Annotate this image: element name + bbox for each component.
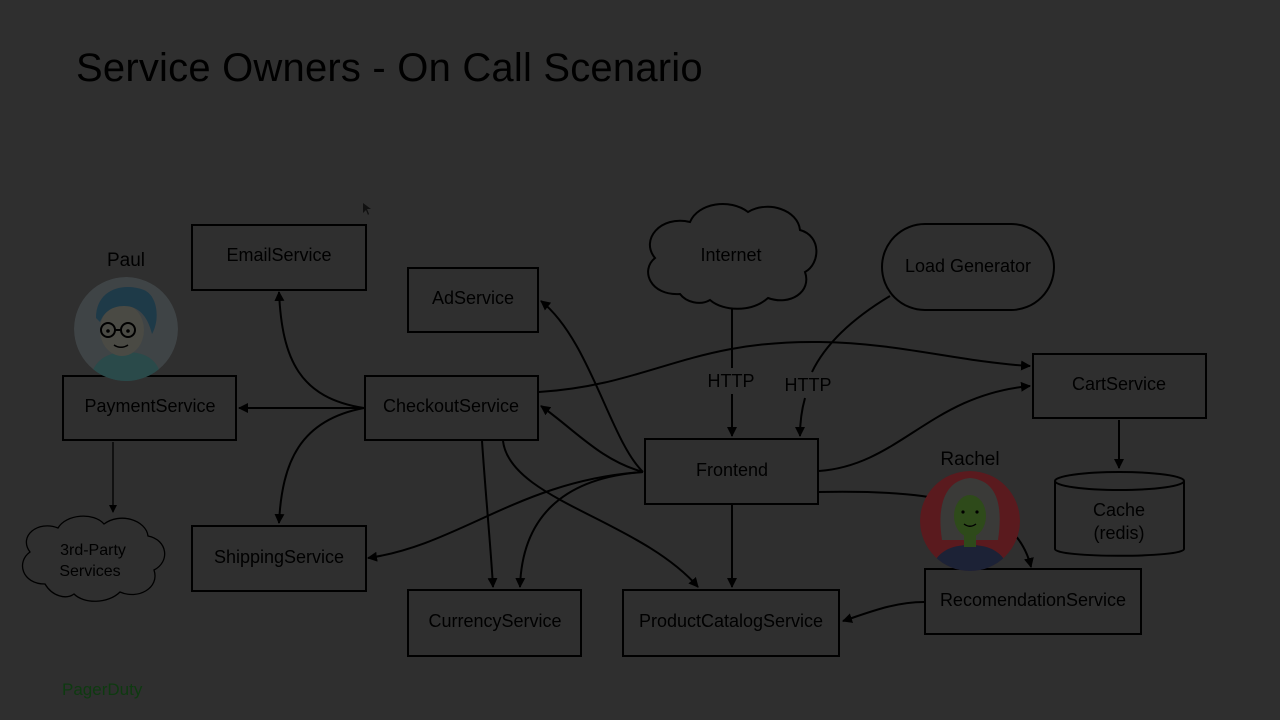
node-recommendation-service: RecomendationService — [924, 568, 1142, 635]
edge-label-internet-http: HTTP — [708, 371, 755, 391]
edge-frontend-cart — [818, 381, 1031, 472]
edge-frontend-shipping — [367, 471, 644, 562]
internet-http-label-bg — [705, 369, 759, 393]
edge-checkout-email — [274, 291, 365, 409]
edge-frontend-ad — [540, 300, 644, 473]
node-internet-cloud: Internet — [647, 203, 818, 310]
node-cache-label-line1: Cache — [1093, 500, 1145, 520]
edge-recommendation-productcatalog — [842, 601, 925, 623]
edge-loadgen-frontend — [811, 295, 891, 373]
loadgen-http-label-bg — [781, 373, 835, 397]
node-cache-label-line2: (redis) — [1093, 523, 1144, 543]
rachel-avatar-icon — [920, 471, 1020, 571]
edges — [109, 291, 1124, 623]
edge-label-loadgen-http: HTTP — [785, 375, 832, 395]
node-email-label: EmailService — [226, 245, 331, 265]
node-cache-cylinder: Cache (redis) — [1054, 471, 1185, 557]
edge-frontend-currency — [515, 471, 644, 588]
node-email-service: EmailService — [191, 224, 367, 291]
edge-checkout-currency — [481, 440, 498, 588]
person-rachel-name: Rachel — [940, 449, 999, 470]
node-shipping-label: ShippingService — [214, 547, 344, 567]
node-load-generator: Load Generator — [881, 223, 1055, 311]
node-recommendation-label: RecomendationService — [940, 590, 1126, 610]
cache-cylinder-top — [1054, 471, 1185, 491]
node-checkout-label: CheckoutService — [383, 396, 519, 416]
node-payment-service: PaymentService — [62, 375, 237, 441]
node-shipping-service: ShippingService — [191, 525, 367, 592]
node-frontend-label: Frontend — [696, 460, 768, 480]
node-ad-label: AdService — [432, 288, 514, 308]
node-thirdparty-label-line1: 3rd-Party — [60, 542, 126, 559]
node-ad-service: AdService — [407, 267, 539, 333]
node-internet-label: Internet — [700, 245, 761, 265]
edge-checkout-productcatalog — [502, 440, 699, 588]
person-paul-name: Paul — [107, 250, 145, 271]
node-cart-service: CartService — [1032, 353, 1207, 419]
slide-title: Service Owners - On Call Scenario — [76, 46, 703, 90]
node-load-generator-label: Load Generator — [905, 256, 1031, 276]
thirdparty-cloud-shape — [21, 515, 166, 602]
node-currency-label: CurrencyService — [428, 611, 561, 631]
internet-cloud-shape — [647, 203, 818, 310]
edge-frontend-checkout — [540, 405, 644, 473]
node-payment-label: PaymentService — [84, 396, 215, 416]
paul-avatar-icon — [74, 277, 178, 381]
node-frontend: Frontend — [644, 438, 819, 505]
edge-loadgen-frontend-lower — [795, 397, 806, 437]
person-rachel: Rachel — [920, 449, 1020, 571]
node-productcatalog-service: ProductCatalogService — [622, 589, 840, 657]
node-currency-service: CurrencyService — [407, 589, 582, 657]
node-productcatalog-label: ProductCatalogService — [639, 611, 823, 631]
node-checkout-service: CheckoutService — [364, 375, 539, 441]
node-cart-label: CartService — [1072, 374, 1166, 394]
pagerduty-logo: PagerDuty — [62, 680, 143, 699]
mouse-cursor-icon — [363, 203, 371, 215]
person-paul: Paul — [74, 250, 178, 381]
node-thirdparty-cloud: 3rd-Party Services — [21, 515, 166, 602]
node-thirdparty-label-line2: Services — [59, 563, 120, 580]
cache-cylinder-body — [1054, 481, 1185, 557]
edge-checkout-shipping — [274, 407, 365, 524]
edge-checkout-cart — [538, 340, 1031, 393]
